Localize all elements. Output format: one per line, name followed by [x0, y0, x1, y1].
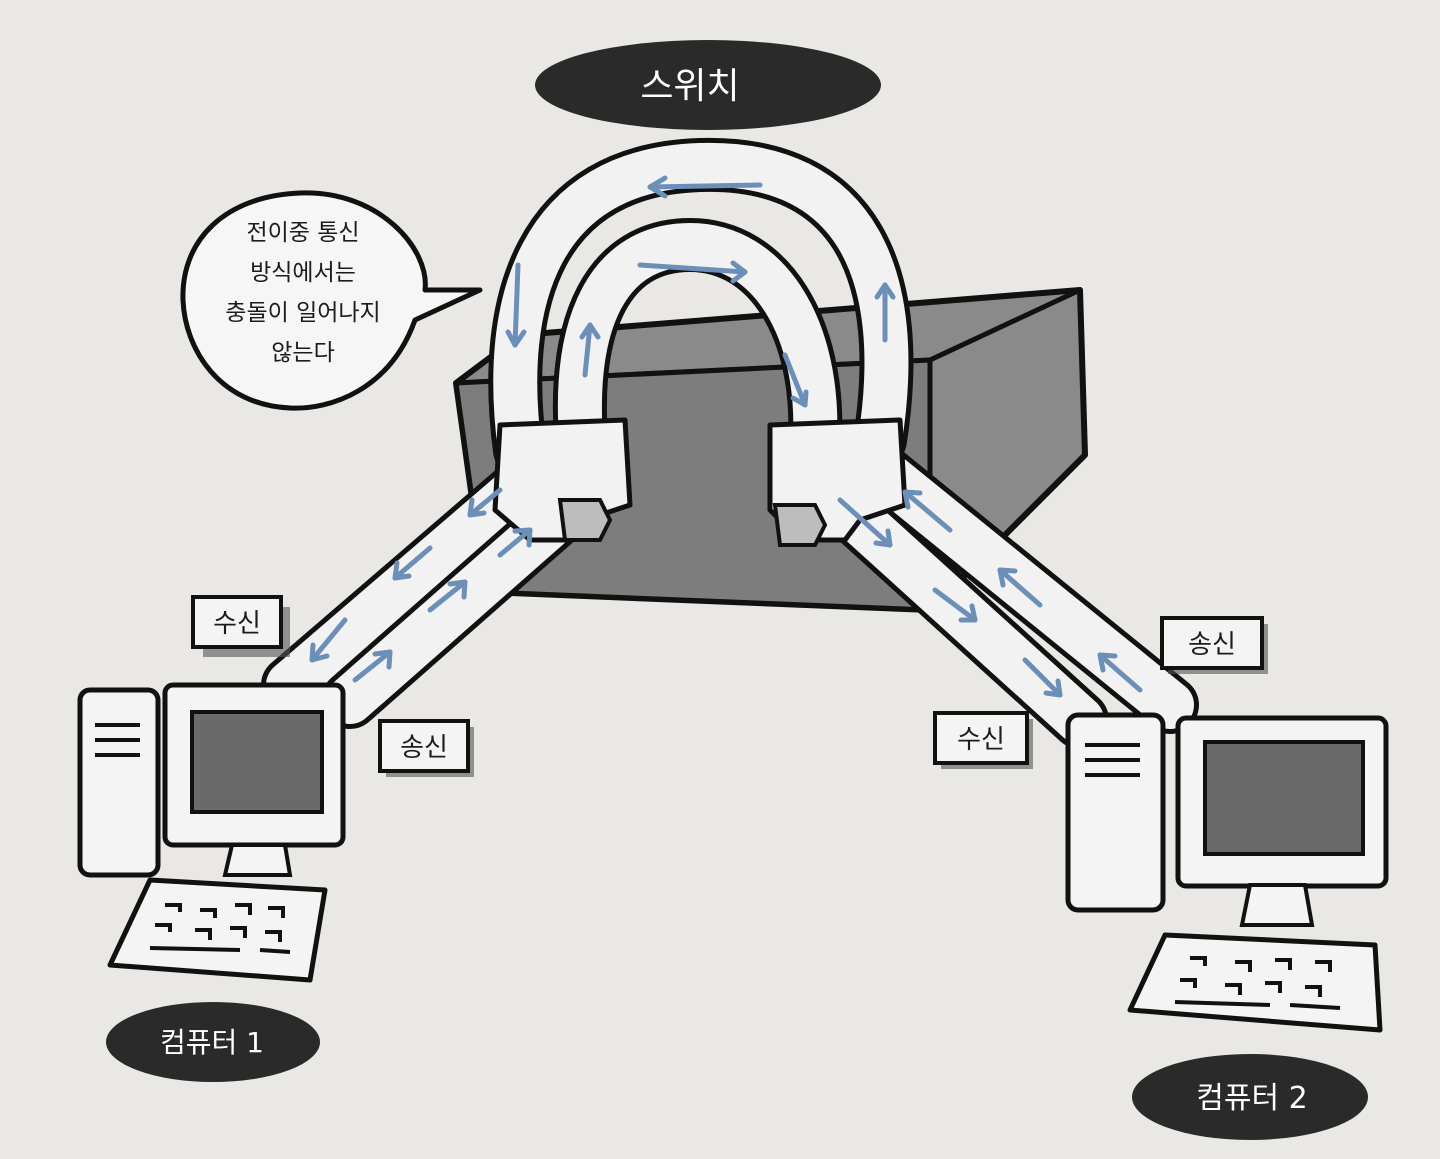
computer-1-name: 컴퓨터 1 [160, 1026, 264, 1059]
speech-bubble: 전이중 통신 방식에서는 충돌이 일어나지 않는다 [183, 193, 480, 408]
speech-bubble-line-2: 방식에서는 [250, 260, 356, 286]
computer-1-name-pill: 컴퓨터 1 [106, 1002, 320, 1082]
speech-bubble-line-1: 전이중 통신 [246, 220, 359, 246]
speech-bubble-line-3: 충돌이 일어나지 [225, 300, 380, 326]
computer-2-receive-tag: 수신 [935, 713, 1033, 769]
computer-2 [1068, 715, 1386, 1030]
plug-left [495, 420, 630, 540]
switch-title-pill: 스위치 [535, 40, 881, 130]
computer-2-send-tag: 송신 [1162, 618, 1268, 674]
computer-1-receive-tag: 수신 [193, 597, 290, 657]
switch-title: 스위치 [640, 66, 739, 107]
computer-2-receive-label: 수신 [957, 725, 1005, 755]
computer-1-receive-label: 수신 [213, 609, 261, 639]
computer-2-send-label: 송신 [1188, 630, 1236, 660]
computer-2-name-pill: 컴퓨터 2 [1132, 1054, 1368, 1140]
computer-2-name: 컴퓨터 2 [1196, 1081, 1307, 1116]
computer-1 [80, 685, 343, 980]
computer-1-send-tag: 송신 [380, 721, 474, 777]
computer-1-send-label: 송신 [400, 733, 448, 763]
speech-bubble-line-4: 않는다 [271, 340, 334, 366]
